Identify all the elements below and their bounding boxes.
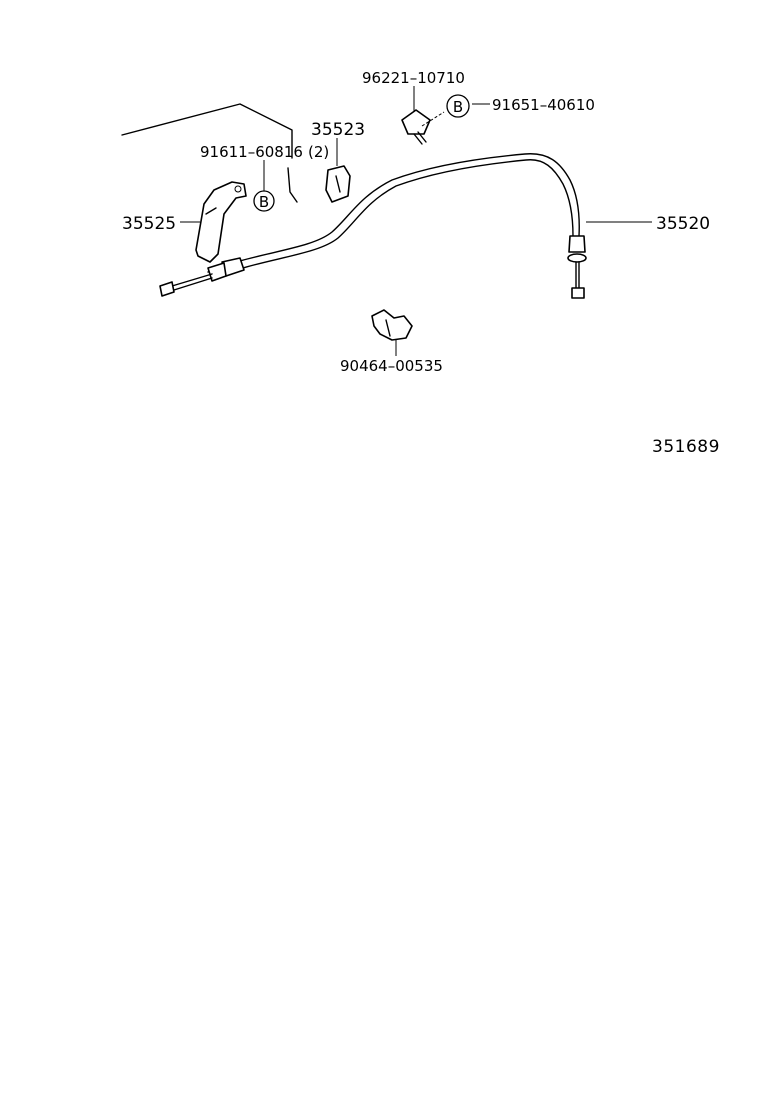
bracket-35525 [195,181,247,263]
callout-90464-00535: 90464–00535 [340,357,443,375]
callout-35523: 35523 [311,120,365,140]
diagram-reference-number: 351689 [652,437,720,457]
bolt-ref-right-symbol: B [446,94,470,118]
callout-91611-quantity: (2) [308,143,329,161]
cable-assembly-35520 [159,153,587,299]
callout-35525: 35525 [122,214,176,234]
bolt-ref-left-letter: B [259,193,269,211]
callout-35520: 35520 [656,214,710,234]
callout-96221-10710: 96221–10710 [362,69,465,87]
clip-96221-10710 [401,109,431,145]
bolt-ref-right-letter: B [453,98,463,116]
leader-lines [180,86,652,356]
bolt-ref-left-symbol: B [253,190,275,212]
body-panel-outline [121,103,298,203]
clamp-90464-00535 [371,309,413,341]
clamp-35523 [325,165,351,203]
callout-91651-40610: 91651–40610 [492,96,595,114]
callout-91611-60816: 91611–60816 [200,143,303,161]
